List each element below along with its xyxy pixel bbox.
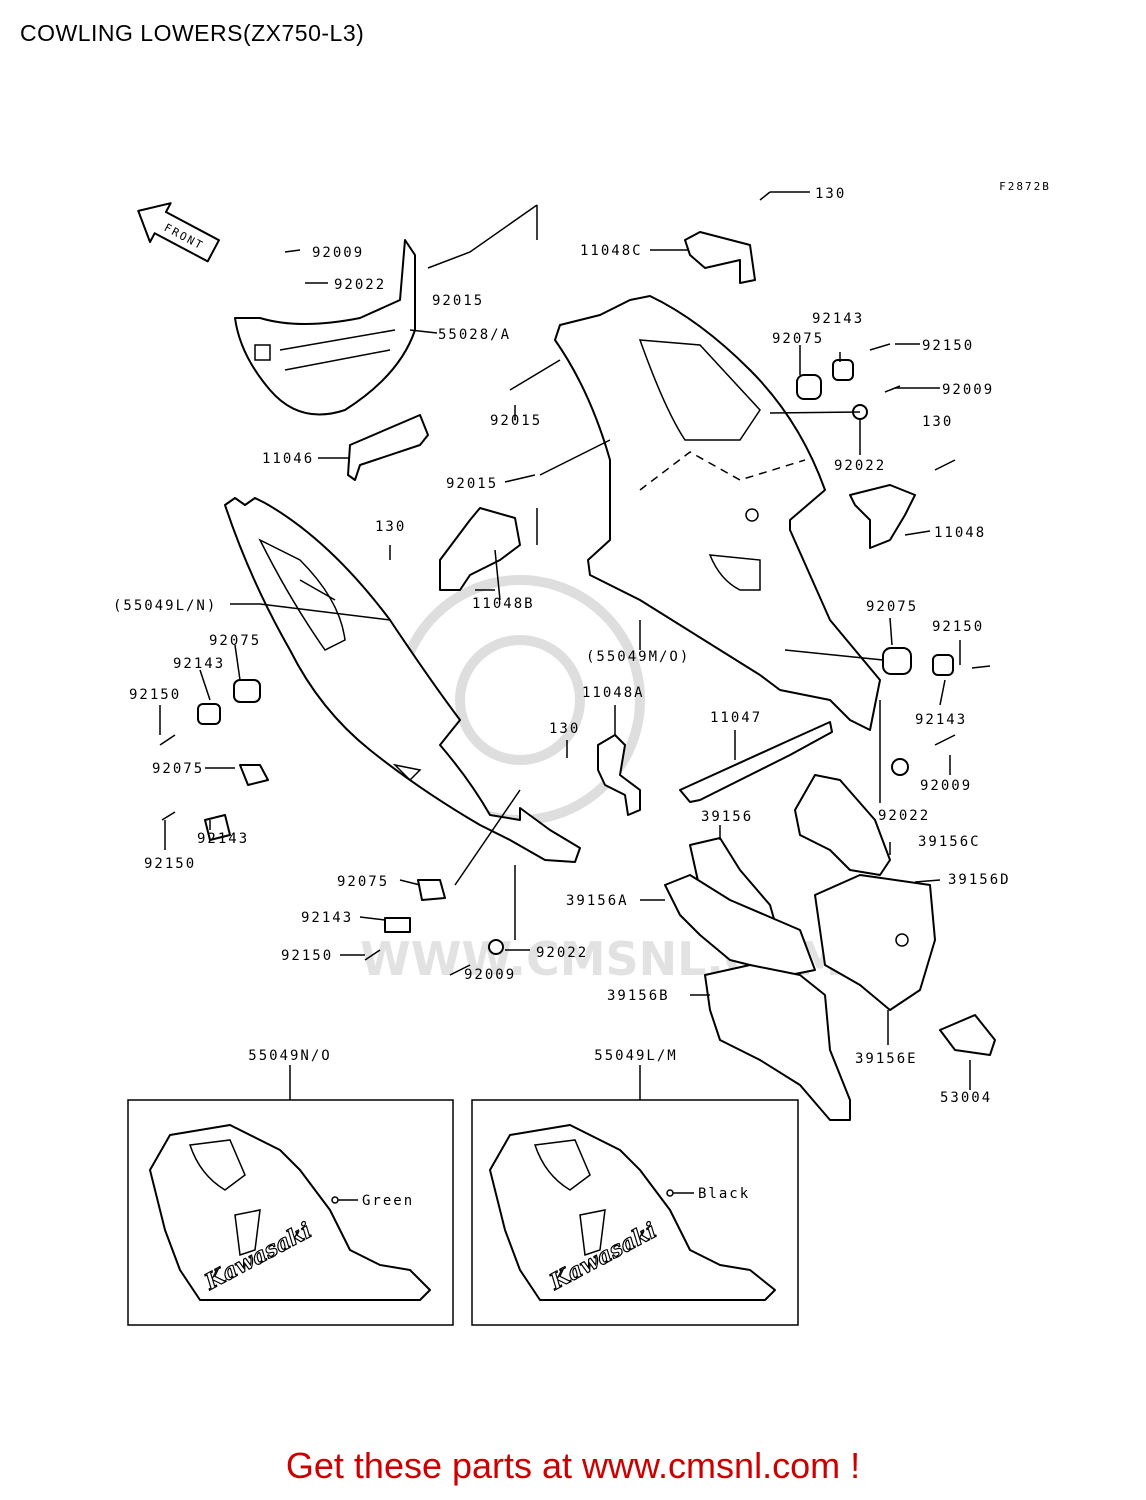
label-92150-left2: 92150 xyxy=(144,856,196,872)
label-92075-top: 92075 xyxy=(772,331,824,347)
variant-panel-green: 55049N/O Green Kawasaki xyxy=(127,1048,454,1326)
label-92015-low: 92015 xyxy=(446,476,498,492)
label-92150-bot: 92150 xyxy=(281,948,333,964)
label-55049MO: (55049M/O) xyxy=(586,649,690,665)
label-92015-top: 92015 xyxy=(432,293,484,309)
inner-cover-55028 xyxy=(234,239,429,481)
label-39156E: 39156E xyxy=(855,1051,918,1067)
label-92022-top: 92022 xyxy=(334,277,386,293)
variant-color-label: Green xyxy=(362,1193,414,1209)
label-92075-right: 92075 xyxy=(866,599,918,615)
front-arrow-icon: FRONT xyxy=(137,202,220,263)
label-92022-bot: 92022 xyxy=(536,945,588,961)
variant-part-number: 55049L/M xyxy=(594,1048,677,1064)
label-39156: 39156 xyxy=(701,809,753,825)
variant-panel-black: 55049L/M Black Kawasaki xyxy=(471,1048,799,1326)
label-92075-left: 92075 xyxy=(209,633,261,649)
page-title: COWLING LOWERS(ZX750-L3) xyxy=(20,20,365,46)
insulator-pads-39156 xyxy=(664,774,996,1121)
label-55049LN: (55049L/N) xyxy=(113,598,217,614)
label-92143-left2: 92143 xyxy=(197,831,249,847)
label-39156A: 39156A xyxy=(566,893,629,909)
label-11048B: 11048B xyxy=(472,596,535,612)
label-39156C: 39156C xyxy=(918,834,981,850)
strip-11047 xyxy=(679,721,833,803)
label-55028: 55028/A xyxy=(438,327,511,343)
cowling-right-55049MO xyxy=(554,295,881,731)
label-92143-left: 92143 xyxy=(173,656,225,672)
hardware-cluster-right xyxy=(796,343,991,776)
label-11048: 11048 xyxy=(934,525,986,541)
label-92143-top: 92143 xyxy=(812,311,864,327)
label-11047: 11047 xyxy=(710,710,762,726)
bracket-11048 xyxy=(849,484,916,549)
label-92022-right: 92022 xyxy=(834,458,886,474)
label-130-mid: 130 xyxy=(375,519,406,535)
label-39156B: 39156B xyxy=(607,988,670,1004)
variant-part-number: 55049N/O xyxy=(248,1048,331,1064)
label-130-low: 130 xyxy=(549,721,580,737)
label-39156D: 39156D xyxy=(948,872,1011,888)
label-53004: 53004 xyxy=(940,1090,992,1106)
label-92009-bot: 92009 xyxy=(464,967,516,983)
label-92143-bot: 92143 xyxy=(301,910,353,926)
hardware-cluster-left xyxy=(159,679,504,976)
exploded-diagram: WWW.CMSNL.COM F2872B FRONT xyxy=(113,180,1051,1326)
label-11048C: 11048C xyxy=(580,243,643,259)
bracket-11048C xyxy=(684,231,756,284)
label-130-top: 130 xyxy=(815,186,846,202)
footer-cta[interactable]: Get these parts at www.cmsnl.com ! xyxy=(285,1445,861,1486)
label-130-right: 130 xyxy=(922,414,953,430)
bracket-11048A xyxy=(597,734,641,816)
label-92009-right2: 92009 xyxy=(920,778,972,794)
label-92075-left2: 92075 xyxy=(152,761,204,777)
label-92075-bot: 92075 xyxy=(337,874,389,890)
label-92150-top: 92150 xyxy=(922,338,974,354)
label-92009-right: 92009 xyxy=(942,382,994,398)
cowling-left-55049LN xyxy=(224,497,581,863)
leader-lines xyxy=(159,191,971,1100)
part-labels: 130 11048C 92009 92022 92015 55028/A 110… xyxy=(113,186,1011,1106)
label-92022-right2: 92022 xyxy=(878,808,930,824)
label-92150-right: 92150 xyxy=(932,619,984,635)
label-92015-mid: 92015 xyxy=(490,413,542,429)
label-11048A: 11048A xyxy=(582,685,645,701)
label-11046: 11046 xyxy=(262,451,314,467)
bracket-11048B xyxy=(439,507,521,591)
variant-color-label: Black xyxy=(698,1186,750,1202)
figure-code: F2872B xyxy=(999,180,1051,193)
label-92143-right: 92143 xyxy=(915,712,967,728)
label-92009-top: 92009 xyxy=(312,245,364,261)
label-92150-left: 92150 xyxy=(129,687,181,703)
